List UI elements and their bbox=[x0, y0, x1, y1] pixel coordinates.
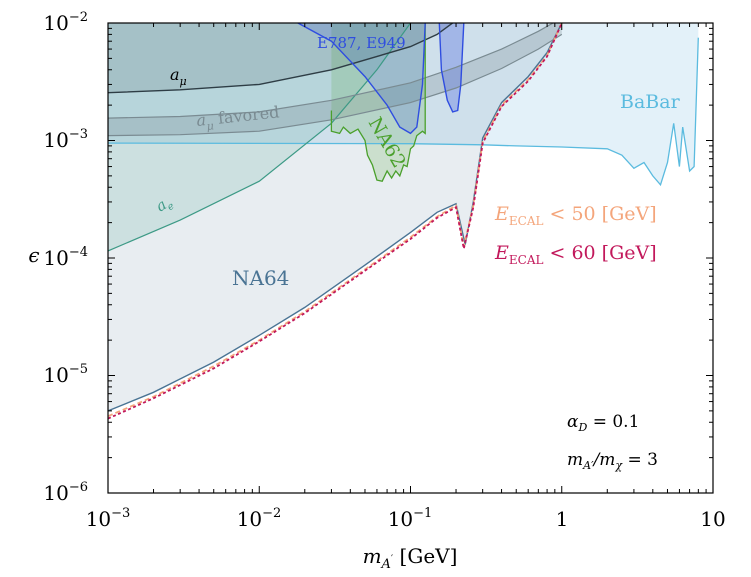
na64-region bbox=[108, 23, 562, 411]
e949-line bbox=[438, 23, 465, 113]
x-axis-title: mA′ [GeV] bbox=[363, 544, 458, 572]
param-mass-ratio: mA′/mχ = 3 bbox=[567, 450, 658, 472]
babar-line bbox=[108, 37, 699, 187]
babar-label: BaBar bbox=[620, 91, 681, 113]
ae-region bbox=[108, 23, 411, 251]
y-tick-label-1e-3: 10−3 bbox=[43, 127, 88, 152]
na64-label: NA64 bbox=[232, 266, 289, 290]
y-tick-label-1e-6: 10−6 bbox=[43, 480, 88, 505]
ecal60-label: EECAL < 60 [GeV] bbox=[494, 242, 657, 267]
na62-line bbox=[330, 23, 426, 182]
amu-line bbox=[108, 23, 454, 94]
e787-label: E787, E949 bbox=[317, 34, 406, 52]
e787-line bbox=[297, 23, 426, 135]
x-tick-label-1e-3: 10−3 bbox=[86, 506, 131, 531]
y-tick-label-1e-5: 10−5 bbox=[43, 362, 88, 387]
x-tick-label-1: 1 bbox=[556, 507, 569, 531]
ecal50-line bbox=[108, 23, 563, 418]
y-tick-label-1e-4: 10−4 bbox=[43, 245, 88, 270]
ecal50-label: EECAL < 50 [GeV] bbox=[494, 203, 657, 228]
ecal60-line bbox=[108, 23, 563, 420]
amu-region bbox=[108, 23, 453, 93]
ae-line bbox=[108, 23, 411, 252]
x-tick-label-1e-1: 10−1 bbox=[388, 506, 433, 531]
x-tick-label-1e-2: 10−2 bbox=[237, 506, 282, 531]
x-tick-label-10: 10 bbox=[700, 507, 725, 531]
na64-line bbox=[108, 23, 563, 412]
amu-favored-region bbox=[108, 23, 562, 136]
ticks bbox=[107, 22, 714, 494]
amu-favored-upper-line bbox=[108, 23, 555, 119]
param-alpha: αD = 0.1 bbox=[567, 412, 639, 434]
y-tick-label-1e-2: 10−2 bbox=[43, 10, 88, 35]
amu-favored-lower-line bbox=[108, 33, 563, 137]
y-axis-title: ϵ bbox=[28, 243, 39, 267]
